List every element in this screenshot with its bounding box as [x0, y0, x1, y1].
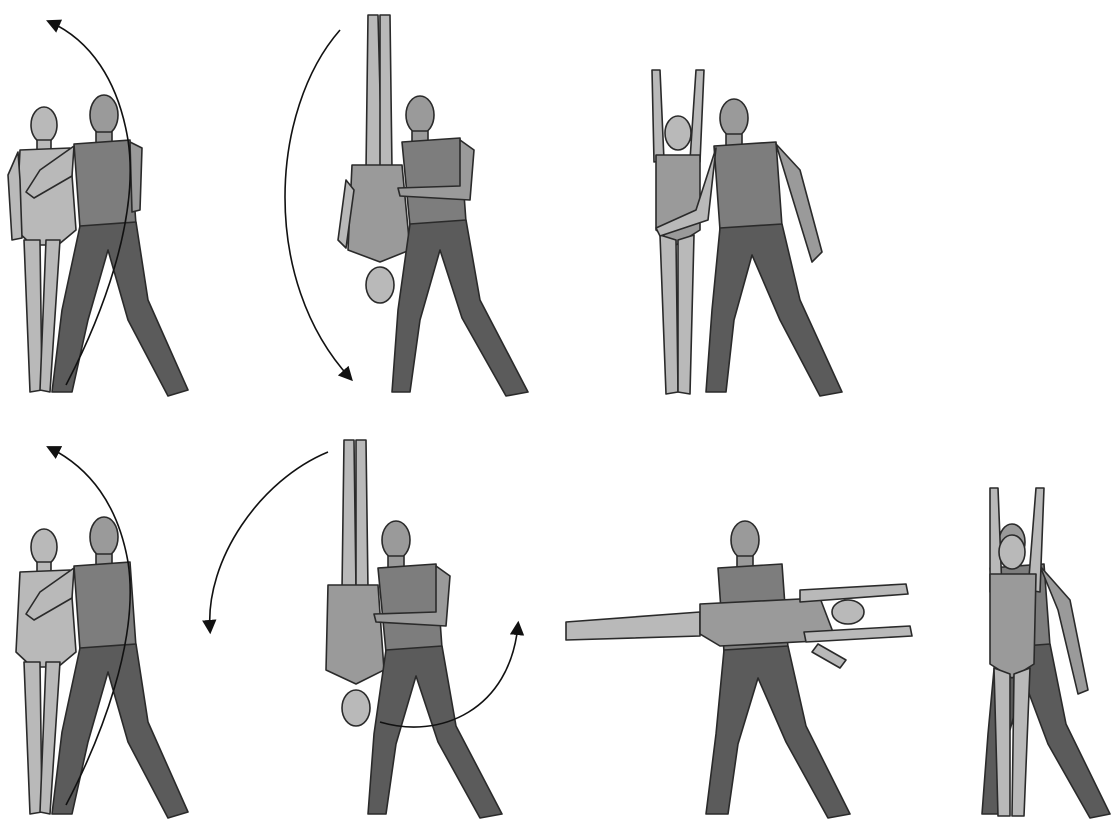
flyer-figure	[326, 440, 384, 726]
flyer-figure	[338, 15, 410, 303]
frame-3-top	[652, 70, 842, 396]
frame-1-top	[8, 22, 188, 396]
frame-1-bottom	[16, 448, 188, 818]
partner-figure	[706, 521, 850, 818]
partner-figure	[392, 96, 528, 396]
rotation-arrow-icon	[285, 30, 350, 378]
frame-3-bottom	[566, 521, 912, 818]
frame-2-top	[285, 15, 528, 396]
frame-4-bottom	[982, 488, 1110, 818]
frame-2-bottom	[210, 440, 518, 818]
rotation-arrow-icon	[210, 452, 328, 630]
partner-figure	[368, 521, 502, 818]
